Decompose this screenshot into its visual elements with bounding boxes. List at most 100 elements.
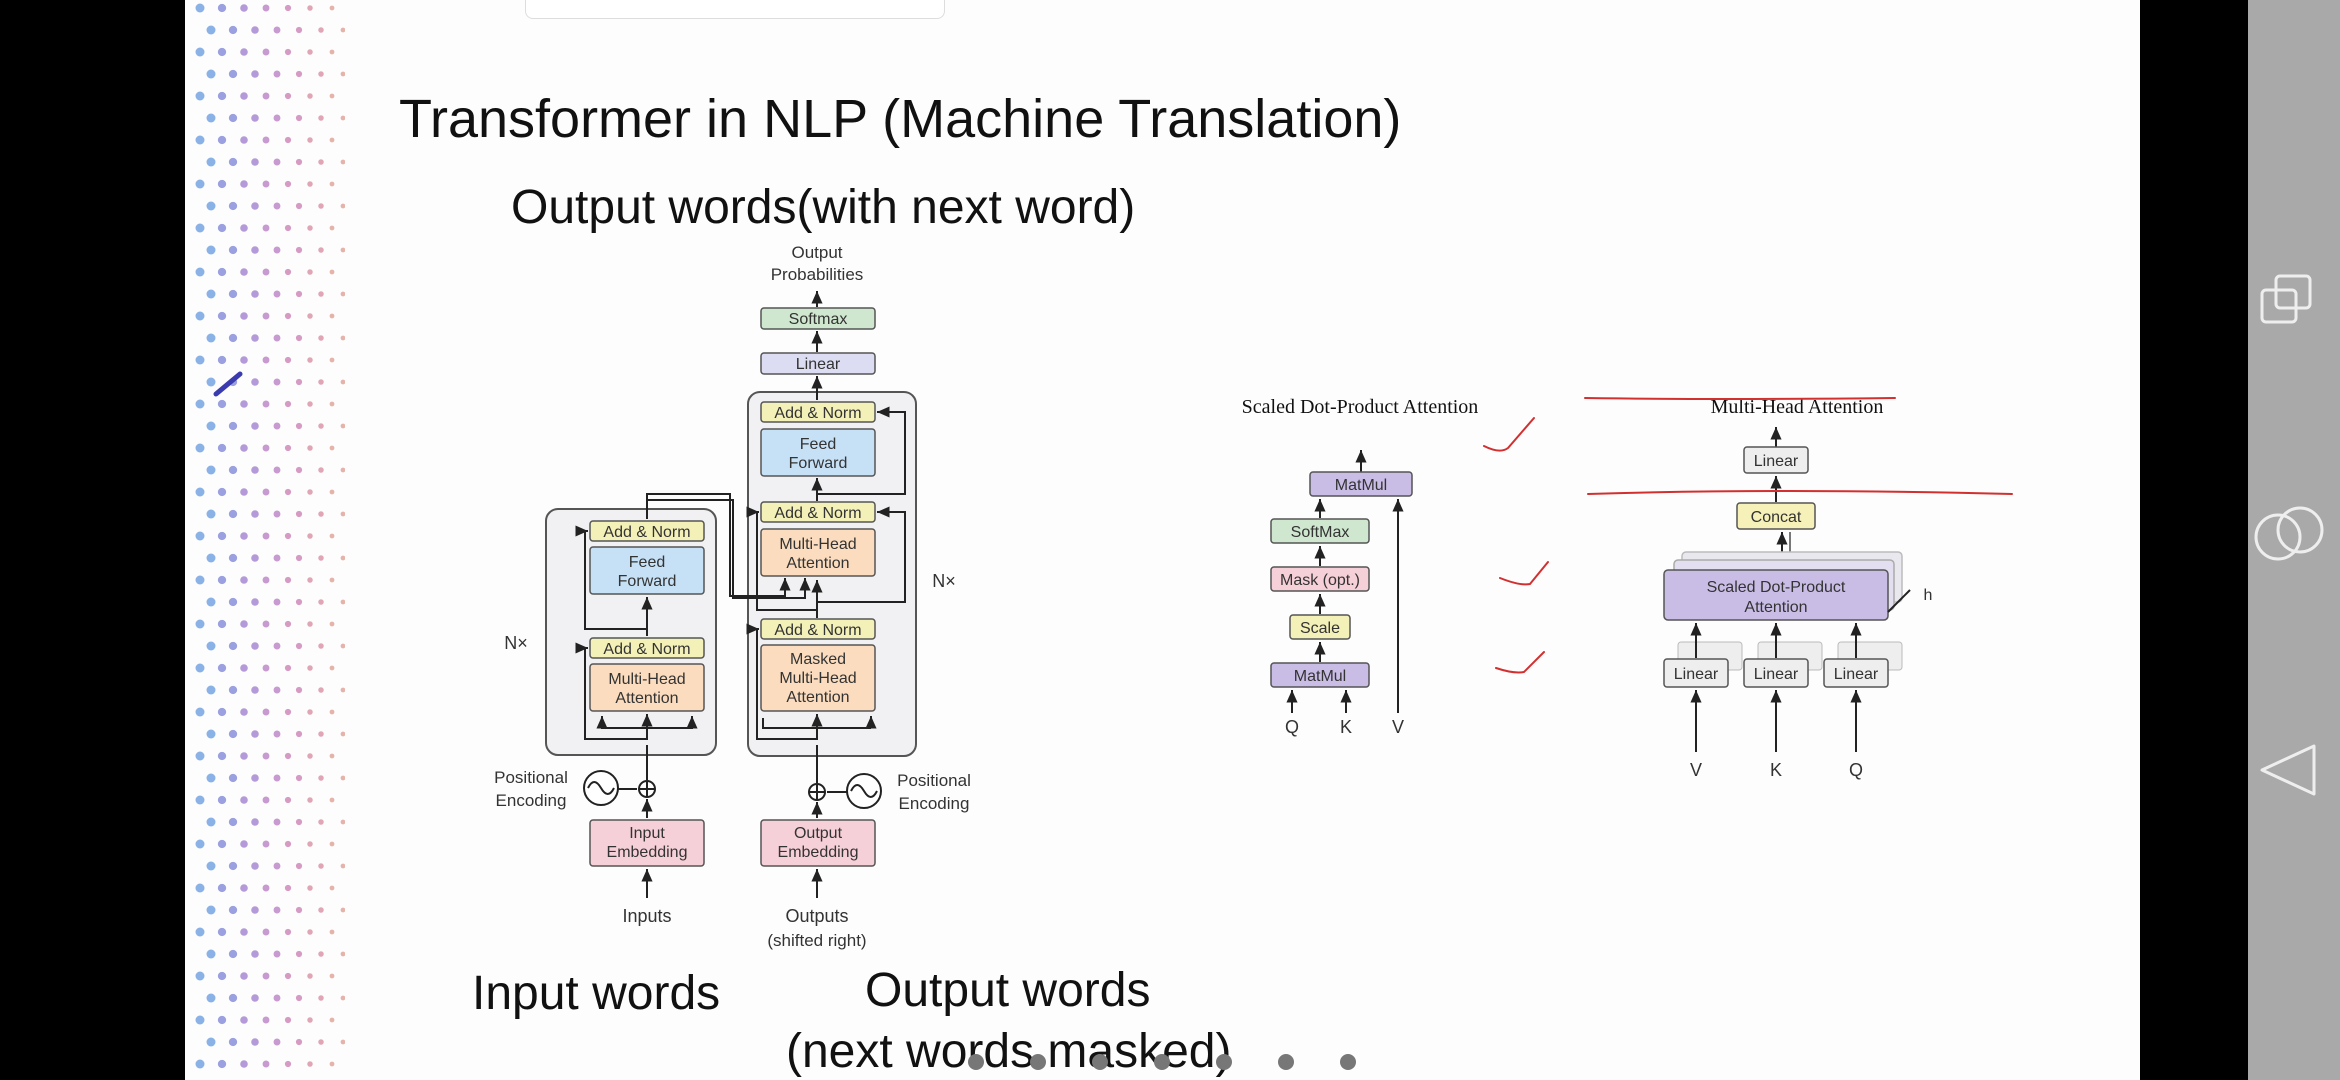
border-dot — [217, 927, 227, 937]
border-dot — [329, 753, 335, 759]
border-dot — [284, 664, 292, 672]
encoder-feed-forward — [589, 546, 705, 595]
output-embedding-label: Output — [794, 825, 843, 842]
border-dot — [273, 70, 281, 78]
border-dot — [228, 993, 238, 1003]
border-dot — [307, 313, 313, 319]
page-dot[interactable] — [1216, 1054, 1232, 1070]
border-dot — [318, 379, 324, 385]
border-dot — [251, 906, 259, 914]
border-dot — [206, 377, 216, 387]
border-dot — [262, 1016, 270, 1024]
border-dot — [340, 995, 345, 1001]
border-dot — [262, 796, 270, 804]
annotation-pen-mark — [213, 371, 243, 397]
decoder-feed-forward-label-2: Forward — [789, 455, 848, 472]
slide-search-tab[interactable] — [525, 0, 945, 19]
border-dot — [217, 47, 227, 57]
border-dot — [251, 70, 259, 78]
mha-sdpa-block — [1663, 569, 1889, 621]
border-dot — [295, 378, 303, 386]
border-dot — [217, 1059, 227, 1069]
border-dot — [240, 224, 248, 232]
border-dot — [195, 91, 205, 101]
border-dot — [217, 707, 227, 717]
multi-head-diagram: Multi-Head Attention Linear Concat Scale… — [1663, 396, 1932, 780]
border-dot — [217, 971, 227, 981]
slide-dot-border — [195, 3, 345, 1069]
page-dot[interactable] — [1092, 1054, 1108, 1070]
border-dot — [228, 597, 238, 607]
border-dot — [195, 1015, 205, 1025]
border-dot — [284, 312, 292, 320]
border-dot — [251, 26, 259, 34]
recent-apps-button[interactable] — [2248, 262, 2340, 352]
border-dot — [262, 48, 270, 56]
border-dot — [307, 269, 313, 275]
annotation-check-3 — [1495, 651, 1545, 674]
border-dot — [273, 642, 281, 650]
border-dot — [206, 729, 216, 739]
border-dot — [206, 113, 216, 123]
border-dot — [262, 532, 270, 540]
sdpa-matmul-top-label: MatMul — [1335, 477, 1387, 494]
decoder-masked-attention — [760, 644, 876, 712]
border-dot — [240, 972, 248, 980]
border-dot — [295, 950, 303, 958]
border-dot — [206, 949, 216, 959]
page-dot[interactable] — [968, 1054, 984, 1070]
mha-linear-q-label: Linear — [1834, 666, 1879, 683]
decoder-mha-label: Multi-Head — [779, 536, 856, 553]
border-dot — [228, 949, 238, 959]
border-dot — [284, 92, 292, 100]
border-dot — [195, 487, 205, 497]
border-dot — [284, 4, 292, 12]
back-button[interactable] — [2248, 726, 2340, 816]
decoder-feed-forward — [760, 428, 876, 477]
encoder-positional-label-2: Encoding — [496, 791, 567, 810]
border-dot — [195, 927, 205, 937]
border-dot — [329, 49, 335, 55]
home-button[interactable] — [2248, 492, 2340, 582]
border-dot — [262, 400, 270, 408]
border-dot — [262, 576, 270, 584]
border-dot — [251, 862, 259, 870]
inputs-label: Inputs — [622, 906, 671, 926]
border-dot — [262, 312, 270, 320]
border-dot — [206, 905, 216, 915]
border-dot — [340, 775, 345, 781]
border-dot — [195, 795, 205, 805]
border-dot — [217, 487, 227, 497]
border-dot — [262, 268, 270, 276]
page-dot[interactable] — [1340, 1054, 1356, 1070]
border-dot — [318, 907, 324, 913]
border-dot — [240, 1016, 248, 1024]
border-dot — [228, 157, 238, 167]
border-dot — [240, 92, 248, 100]
border-dot — [206, 289, 216, 299]
border-dot — [228, 729, 238, 739]
output-words-masked-label-2: (next words masked) — [786, 1025, 1232, 1078]
decoder-positional-label: Positional — [897, 771, 971, 790]
border-dot — [307, 401, 313, 407]
encoder-mha-label: Multi-Head — [608, 671, 685, 688]
border-dot — [284, 532, 292, 540]
page-dot[interactable] — [1030, 1054, 1046, 1070]
border-dot — [228, 201, 238, 211]
border-dot — [273, 818, 281, 826]
border-dot — [307, 929, 313, 935]
page-dot[interactable] — [1154, 1054, 1170, 1070]
border-dot — [329, 269, 335, 275]
border-dot — [340, 71, 345, 77]
border-dot — [295, 246, 303, 254]
encoder-feed-forward-label-2: Forward — [618, 573, 677, 590]
decoder-masked-label-2: Multi-Head — [779, 670, 856, 687]
border-dot — [206, 509, 216, 519]
border-dot — [195, 267, 205, 277]
border-dot — [329, 973, 335, 979]
border-dot — [228, 685, 238, 695]
border-dot — [273, 334, 281, 342]
border-dot — [195, 3, 205, 13]
border-dot — [329, 357, 335, 363]
page-dot[interactable] — [1278, 1054, 1294, 1070]
